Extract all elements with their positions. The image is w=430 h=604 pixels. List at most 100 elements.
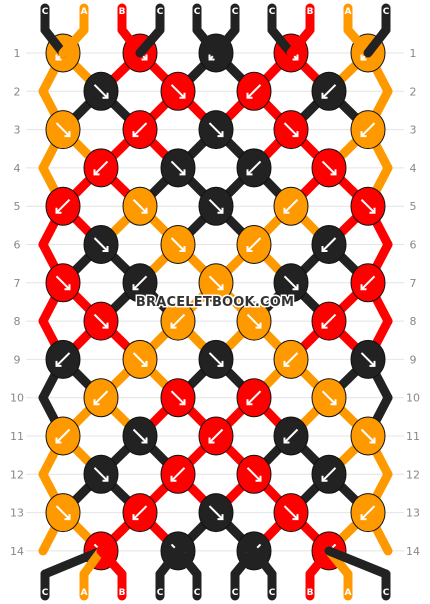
knot-arrow-icon: [170, 313, 186, 329]
knot-arrowhead-icon: [102, 322, 109, 329]
strand-letter: C: [157, 7, 164, 17]
row-label-right: 6: [410, 239, 417, 252]
knot-arrowhead-icon: [330, 399, 337, 406]
strand-end: [211, 25, 240, 58]
knot-arrowhead-icon: [141, 437, 148, 444]
knot: [273, 339, 309, 379]
knot-arrowhead-icon: [55, 437, 62, 444]
knot-arrowhead-icon: [292, 131, 299, 138]
strand-letter: C: [157, 588, 164, 598]
knot-arrowhead-icon: [141, 360, 148, 367]
knot: [45, 263, 81, 303]
row-label-right: 2: [410, 85, 417, 98]
row-label-right: 9: [410, 353, 417, 366]
strand-letter: A: [345, 7, 352, 17]
strand-letter: C: [269, 588, 276, 598]
strand-letter: B: [119, 588, 126, 598]
knot-arrow-icon: [360, 352, 376, 367]
knot: [273, 110, 309, 150]
knot: [160, 378, 196, 418]
knot-arrowhead-icon: [64, 514, 71, 521]
knot-arrowhead-icon: [93, 399, 100, 406]
knot: [236, 148, 272, 188]
row-label-right: 7: [410, 277, 417, 290]
row-label-right: 12: [406, 468, 420, 481]
row-label-right: 8: [410, 315, 417, 328]
knot: [311, 378, 347, 418]
knot: [198, 186, 234, 226]
knot-arrowhead-icon: [292, 54, 299, 61]
knot-arrowhead-icon: [132, 284, 139, 291]
knot: [198, 110, 234, 150]
strand-end: [192, 25, 221, 58]
knot-arrowhead-icon: [170, 475, 177, 482]
knot-arrowhead-icon: [170, 322, 177, 329]
knot-arrow-icon: [360, 198, 376, 214]
row-label-left: 10: [10, 392, 24, 405]
knot-arrow-icon: [132, 505, 148, 520]
watermark-text: BRACELETBOOK.COM: [136, 295, 294, 310]
knot-arrowhead-icon: [208, 54, 215, 61]
knot-arrow-icon: [208, 352, 224, 367]
strand-end: [58, 25, 89, 58]
knot: [273, 186, 309, 226]
knot: [122, 110, 158, 150]
row-label-left: 12: [10, 468, 24, 481]
knot-arrowhead-icon: [141, 207, 148, 214]
knot-arrow-icon: [283, 275, 299, 291]
knot: [236, 225, 272, 264]
knot: [45, 416, 81, 456]
knot: [311, 301, 347, 341]
knot: [122, 416, 158, 456]
knot-arrow-icon: [246, 237, 262, 252]
knot: [45, 493, 81, 533]
strand-letter: C: [42, 588, 49, 598]
knot-arrowhead-icon: [179, 246, 186, 252]
strand-end: [343, 25, 373, 58]
knot: [83, 71, 119, 111]
strand-end: [173, 546, 202, 579]
strand-end: [155, 546, 183, 579]
knot: [236, 71, 272, 111]
knot: [311, 71, 347, 111]
knot-arrow-icon: [93, 160, 109, 176]
knot-arrowhead-icon: [179, 169, 186, 176]
row-label-left: 7: [14, 277, 21, 290]
knot: [83, 225, 119, 264]
knot-arrow-icon: [208, 275, 224, 291]
knot-arrow-icon: [93, 84, 109, 99]
strand-end: [230, 546, 259, 579]
strand-end: [96, 546, 127, 579]
knot-arrow-icon: [283, 122, 299, 137]
knot-arrow-icon: [170, 390, 186, 405]
knot: [350, 416, 386, 456]
knot: [311, 148, 347, 188]
strand-letter: C: [269, 7, 276, 17]
strand-letter: C: [194, 588, 201, 598]
knot-arrow-icon: [55, 428, 71, 444]
strand-letter: B: [307, 7, 314, 17]
row-label-right: 14: [406, 545, 420, 558]
knot-arrowhead-icon: [132, 514, 139, 521]
knot-arrow-icon: [132, 122, 148, 137]
knot-arrow-icon: [360, 275, 376, 291]
knot: [273, 416, 309, 456]
knot-arrow-icon: [321, 237, 337, 252]
knot: [273, 263, 309, 303]
knot: [350, 186, 386, 226]
knot-arrow-icon: [55, 275, 71, 291]
row-label-left: 13: [10, 507, 24, 520]
row-label-left: 2: [14, 85, 21, 98]
knot-arrowhead-icon: [217, 284, 224, 291]
knot-arrowhead-icon: [64, 284, 71, 291]
knot-arrow-icon: [170, 467, 186, 482]
row-label-left: 5: [14, 200, 21, 213]
knot-arrow-icon: [283, 352, 299, 367]
knot-arrowhead-icon: [55, 360, 62, 367]
knot: [273, 493, 309, 533]
knot-arrow-icon: [283, 198, 299, 214]
knot-arrow-icon: [246, 390, 262, 405]
knot: [83, 378, 119, 418]
row-label-right: 13: [406, 507, 420, 520]
